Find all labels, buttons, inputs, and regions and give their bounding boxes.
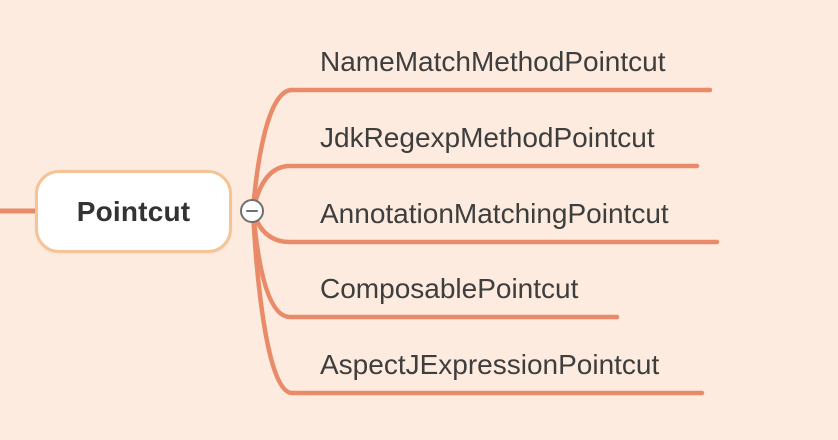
branch-topic-1[interactable]: NameMatchMethodPointcut <box>320 46 666 77</box>
branch-topic-3[interactable]: AnnotationMatchingPointcut <box>320 198 669 229</box>
minus-icon <box>246 209 258 213</box>
branch-curve-1 <box>250 87 713 214</box>
collapse-button[interactable] <box>240 199 264 223</box>
branch-topic-4[interactable]: ComposablePointcut <box>320 273 579 304</box>
root-topic-label: Pointcut <box>76 195 191 227</box>
branch-curve-5 <box>250 208 705 396</box>
branch-topic-2[interactable]: JdkRegexpMethodPointcut <box>320 122 655 153</box>
branch-topic-5[interactable]: AspectJExpressionPointcut <box>320 349 660 380</box>
root-topic-node[interactable]: Pointcut <box>35 170 232 253</box>
